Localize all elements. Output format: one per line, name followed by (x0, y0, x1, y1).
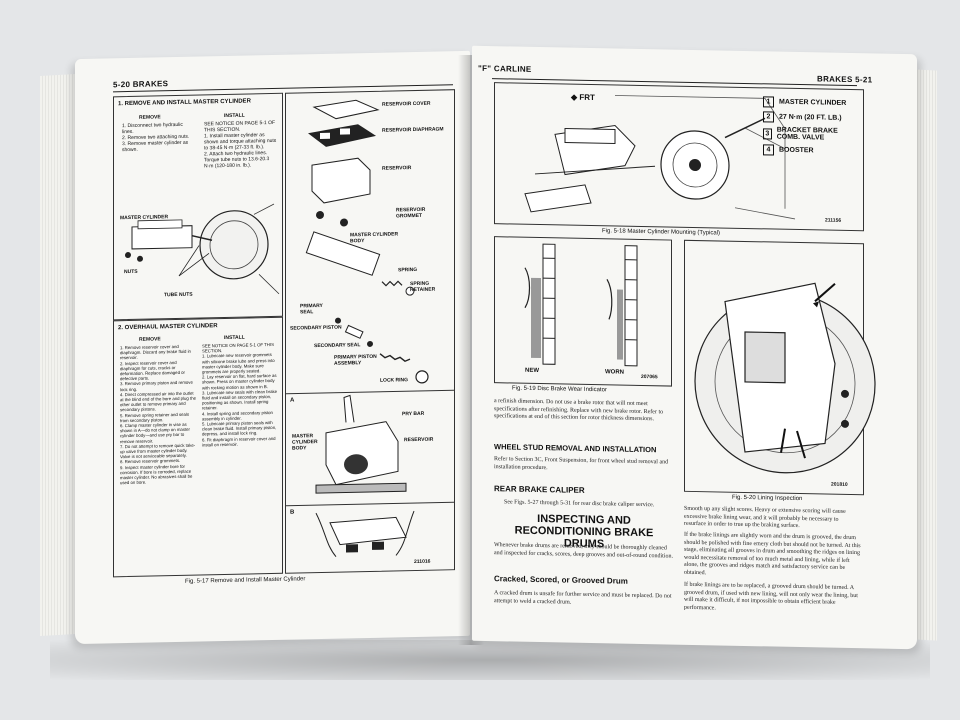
label-a-body: MASTER CYLINDER BODY (292, 433, 318, 452)
label-reservoir-cover: RESERVOIR COVER (382, 100, 431, 108)
legend-text: BOOSTER (779, 146, 814, 155)
cracked-drum-paragraph: A cracked drum is unsafe for further ser… (494, 590, 672, 606)
section2-install-steps: SEE NOTICE ON PAGE 5-1 OF THIS SECTION. … (202, 341, 277, 448)
label-lock-ring: LOCK RING (380, 377, 409, 384)
legend-number: 2 (763, 111, 774, 123)
left-page: 5-20 BRAKES 1. REMOVE AND INSTALL MASTER… (75, 50, 470, 645)
heading-wheel-stud: WHEEL STUD REMOVAL AND INSTALLATION (494, 442, 657, 455)
page-stack-right (915, 69, 937, 641)
fig19-new-label: NEW (525, 367, 539, 375)
panel-a-label: A (290, 397, 295, 404)
exploded-view-drawing (286, 99, 454, 557)
legend-text: BRACKET BRAKE COMB. VALVE (776, 126, 838, 142)
fig19-worn-label: WORN (605, 369, 624, 376)
page-stack-left (40, 74, 76, 636)
legend-text: MASTER CYLINDER (779, 98, 847, 107)
legend-number: 3 (763, 127, 772, 139)
label-a-reservoir: RESERVOIR (404, 436, 434, 444)
heading-cracked-drum: Cracked, Scored, or Grooved Drum (494, 574, 628, 586)
legend-number: 1 (763, 96, 774, 108)
rotor-paragraph: a refinish dimension. Do not use a brake… (494, 398, 664, 423)
fig20-caption: Fig. 5-20 Lining Inspection (732, 494, 803, 503)
fig20-box: 201810 (684, 239, 876, 496)
fig19-caption: Fig. 5-19 Disc Brake Wear Indicator (512, 385, 607, 394)
label-reservoir-grommet: RESERVOIR GROMMET (396, 206, 426, 220)
carline-header: "F" CARLINE (478, 63, 532, 74)
lining-inspection-drawing (694, 282, 876, 474)
section1-box: 1. REMOVE AND INSTALL MASTER CYLINDER RE… (113, 92, 283, 321)
exploded-view-box: RESERVOIR COVER RESERVOIR DIAPHRAGM RESE… (285, 89, 455, 574)
replace-lining-paragraph: If brake linings are to be replaced, a g… (684, 581, 858, 611)
fig18-legend: 1 MASTER CYLINDER 2 27 N·m (20 FT. LB.) 3 BRA… (763, 96, 859, 161)
legend-row: 1 MASTER CYLINDER (763, 96, 859, 109)
label-primary-piston: PRIMARY PISTON ASSEMBLY (334, 353, 377, 367)
legend-row: 2 27 N·m (20 FT. LB.) (763, 111, 859, 124)
fig17-number: 211016 (414, 558, 431, 566)
label-master-cylinder-body: MASTER CYLINDER BODY (350, 231, 399, 245)
brake-drums-paragraph: Whenever brake drums are removed, they s… (494, 542, 673, 560)
master-cylinder-drawing (125, 203, 280, 295)
legend-number: 4 (763, 144, 774, 156)
section2-box: 2. OVERHAUL MASTER CYLINDER REMOVE INSTA… (113, 316, 283, 578)
grooved-paragraph: If the brake linings are slightly worn a… (684, 531, 861, 576)
rear-caliper-paragraph: See Figs. 5-27 through 5-31 for rear dis… (504, 499, 655, 509)
section2-remove-steps: 1. Remove reservoir cover and diaphragm.… (120, 343, 196, 486)
label-reservoir-diaphragm: RESERVOIR DIAPHRAGM (382, 126, 444, 134)
label-primary-seal: PRIMARY SEAL (300, 302, 323, 316)
panel-b-label: B (290, 509, 295, 516)
fig19-box: NEW WORN 207065 (494, 236, 672, 387)
left-page-header: 5-20 BRAKES (113, 79, 169, 90)
fig20-number: 201810 (831, 481, 848, 488)
fig18-caption: Fig. 5-18 Master Cylinder Mounting (Typi… (602, 228, 721, 237)
section2-title: 2. OVERHAUL MASTER CYLINDER (118, 323, 218, 332)
label-spring-retainer: SPRING RETAINER (410, 280, 436, 294)
section2-col-install: INSTALL (224, 334, 245, 342)
section2-col-remove: REMOVE (139, 336, 161, 343)
right-page-header: BRAKES 5-21 (817, 74, 873, 85)
fig17-caption: Fig. 5-17 Remove and Install Master Cyli… (185, 576, 306, 585)
label-reservoir: RESERVOIR (382, 165, 412, 172)
fig18-number: 211156 (825, 217, 842, 224)
wheel-stud-paragraph: Refer to Section 3C, Front Suspension, f… (494, 456, 669, 471)
label-secondary-seal: SECONDARY SEAL (314, 342, 361, 350)
legend-text: 27 N·m (20 FT. LB.) (779, 113, 842, 122)
label-pry-bar: PRY BAR (402, 410, 425, 418)
heading-rear-caliper: REAR BRAKE CALIPER (494, 484, 585, 495)
legend-row: 3 BRACKET BRAKE COMB. VALVE (763, 126, 859, 142)
right-page: "F" CARLINE BRAKES 5-21 ◆ FRT 1 MASTER CY… (472, 45, 917, 650)
scores-paragraph: Smooth up any slight scores. Heavy or ex… (684, 505, 846, 530)
wear-indicator-drawing (524, 243, 638, 367)
fig18-box: ◆ FRT 1 MASTER CYLINDER 2 27 N·m (20 FT. LB… (494, 82, 864, 232)
frt-text: FRT (579, 92, 595, 103)
fig19-number: 207065 (641, 373, 658, 381)
legend-row: 4 BOOSTER (763, 144, 859, 157)
frt-label: ◆ FRT (571, 92, 595, 103)
master-cylinder-mounting-drawing (524, 95, 796, 220)
label-secondary-piston: SECONDARY PISTON (290, 324, 342, 332)
label-spring: SPRING (398, 266, 418, 274)
